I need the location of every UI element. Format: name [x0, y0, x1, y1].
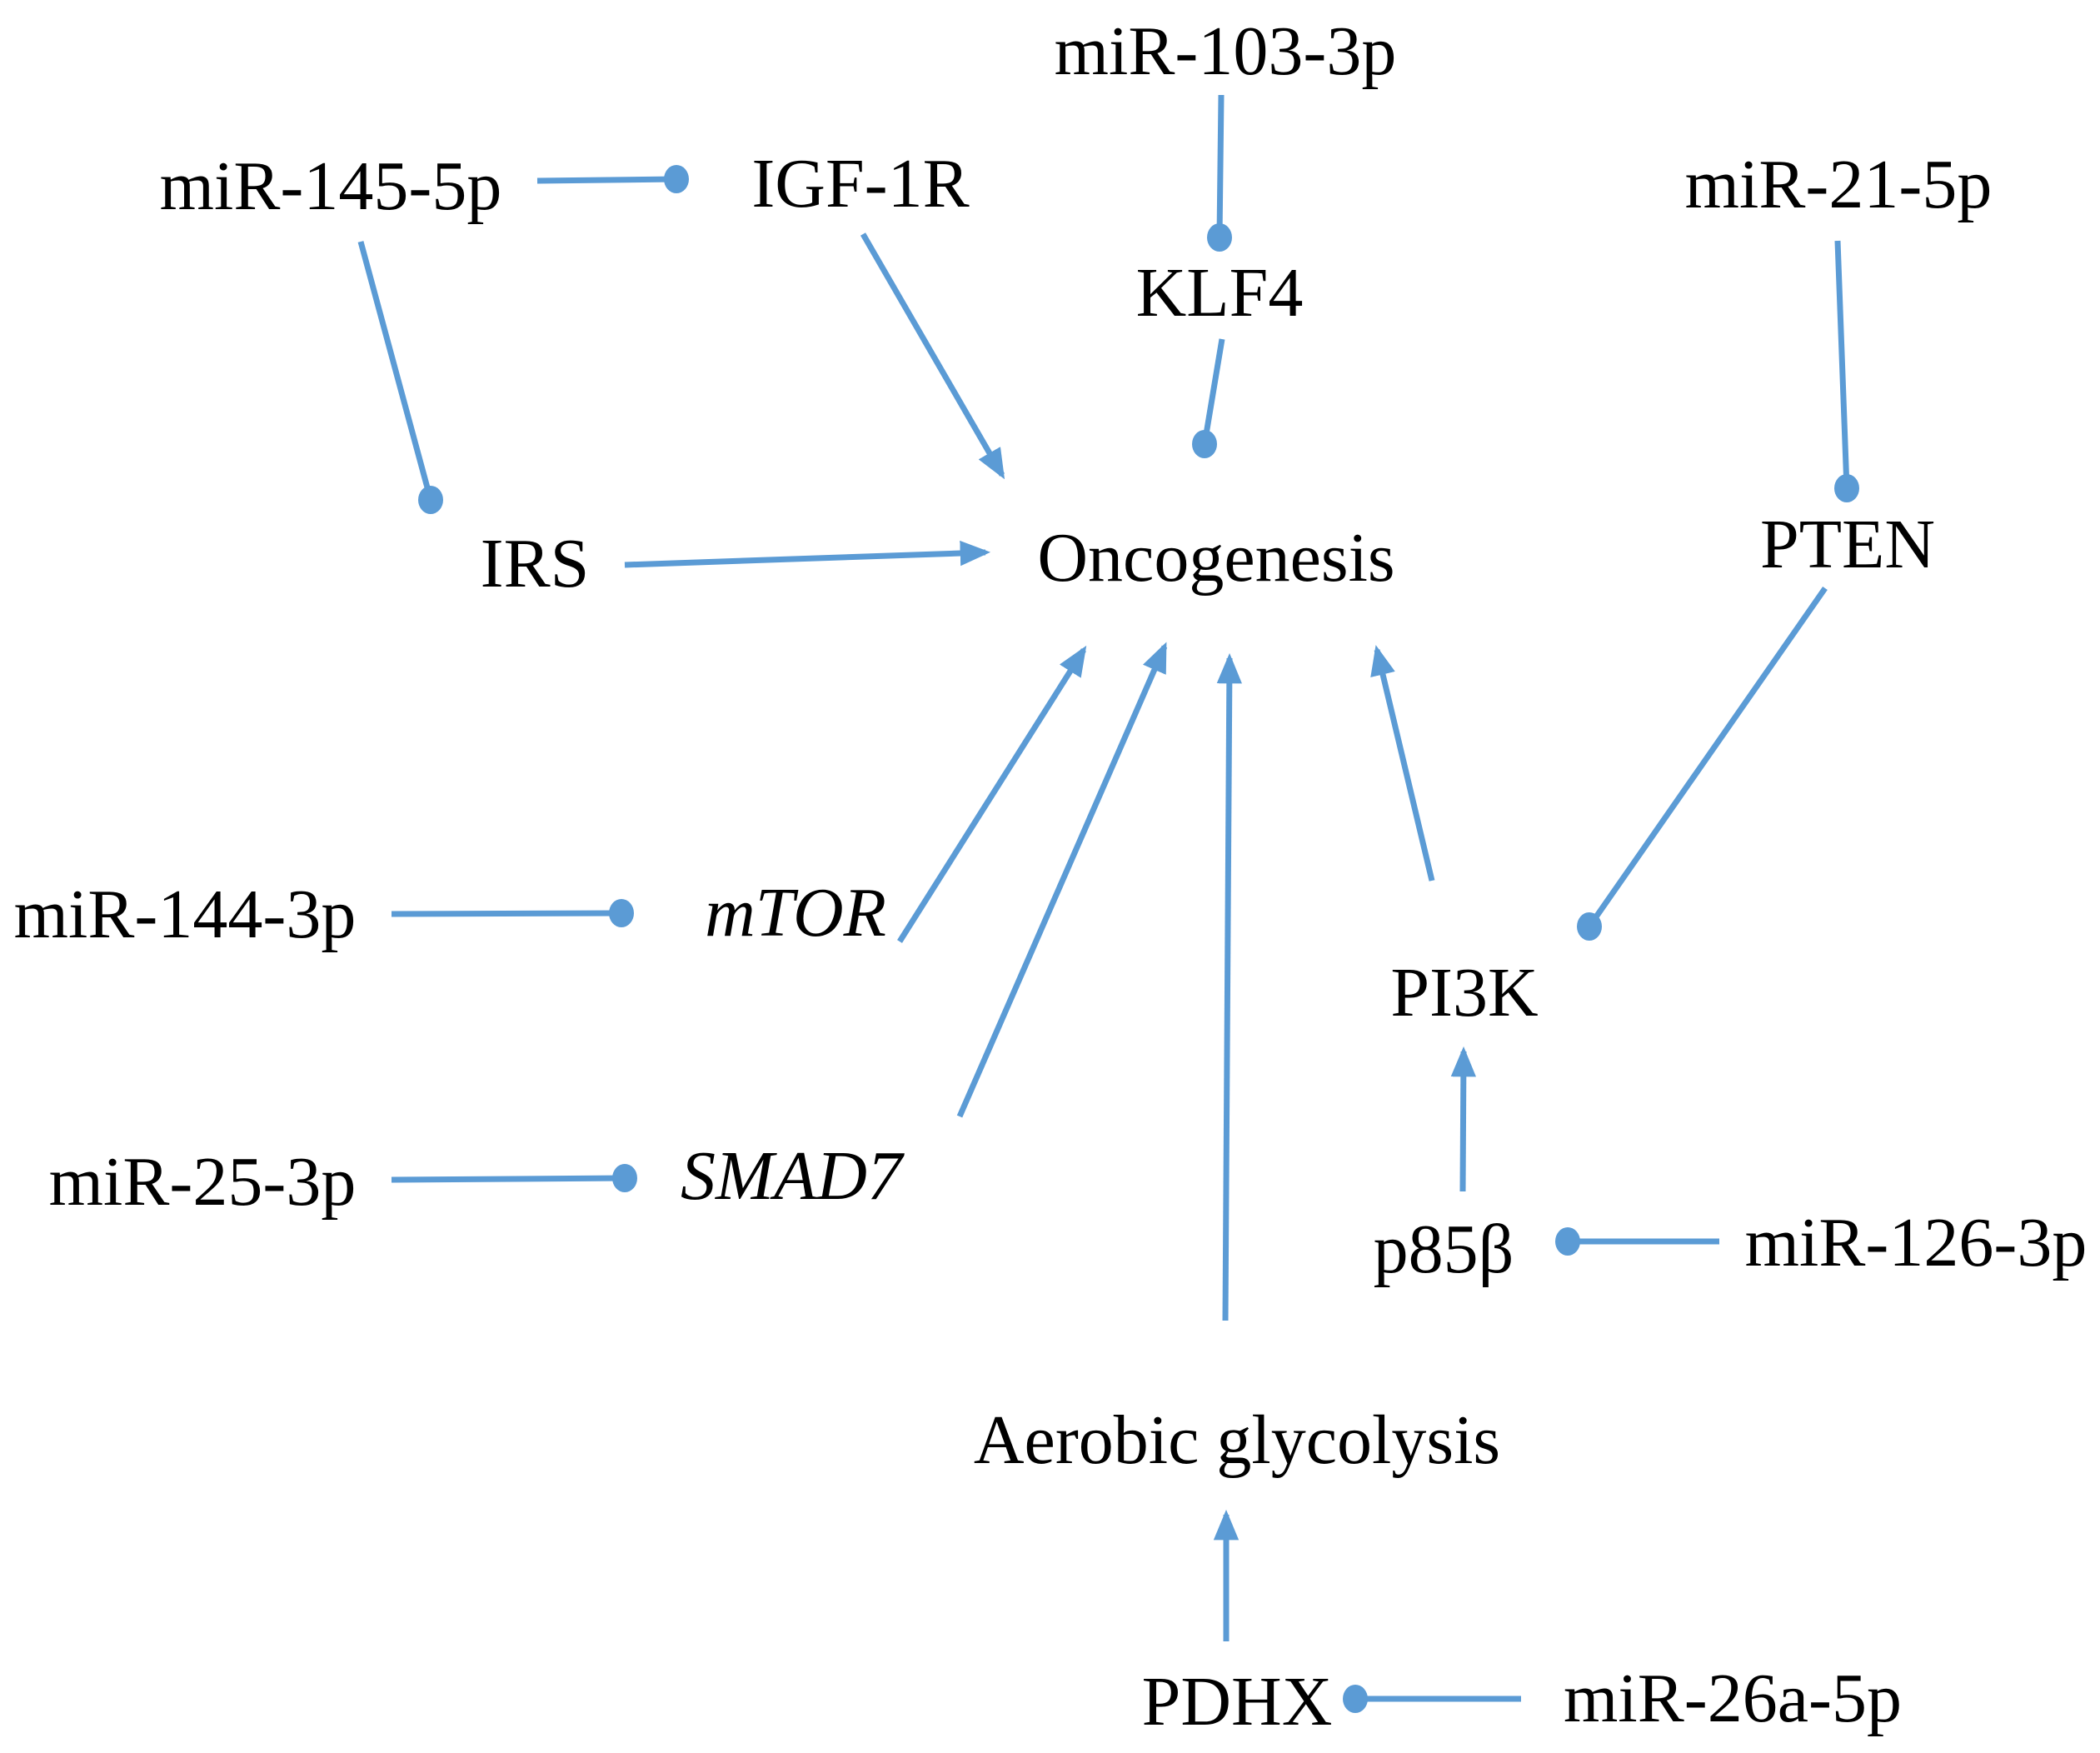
- edge-irs-to-oncogenesis-line: [624, 540, 991, 568]
- inhibitor-dot-icon-mir-145-5p-to-igf-1r: [664, 165, 689, 193]
- edge-pi3k-to-oncogenesis-line: [1370, 645, 1435, 881]
- edge-mir-145-5p-to-irs-line: [357, 241, 434, 501]
- edge-smad7-to-oncogenesis-line: [956, 642, 1168, 1118]
- edge-aerobic-glycolysis-to-oncogenesis-line: [1216, 652, 1242, 1321]
- edge-mir-21-5p-to-pten-line: [1834, 240, 1850, 489]
- edge-igf-1r-to-oncogenesis-line: [860, 232, 1005, 480]
- edge-mir-25-3p-to-smad7-line: [391, 1175, 626, 1183]
- node-label-irs: IRS: [480, 525, 590, 602]
- edge-pten-to-pi3k-line: [1587, 586, 1828, 929]
- node-label-pdhx: PDHX: [1141, 1663, 1333, 1741]
- inhibitor-dot-icon-mir-26a-5p-to-pdhx: [1343, 1685, 1368, 1713]
- node-label-smad7: SMAD7: [681, 1137, 902, 1215]
- node-label-p85b: p85β: [1373, 1211, 1514, 1288]
- node-label-pten: PTEN: [1760, 506, 1935, 583]
- node-label-mtor: mTOR: [705, 874, 886, 951]
- inhibitor-dot-icon-mir-103-3p-to-klf4: [1207, 223, 1232, 252]
- node-label-mir-26a-5p: miR-26a-5p: [1564, 1660, 1902, 1737]
- node-label-oncogenesis: Oncogenesis: [1037, 519, 1395, 597]
- node-label-mir-126-3p: miR-126-3p: [1744, 1204, 2088, 1281]
- edge-p85b-to-pi3k-line: [1450, 1046, 1476, 1192]
- inhibitor-dot-icon-mir-144-3p-to-mtor: [609, 899, 634, 927]
- inhibitor-dot-icon-pten-to-pi3k: [1577, 912, 1602, 941]
- node-label-mir-25-3p: miR-25-3p: [48, 1143, 357, 1221]
- edge-mir-145-5p-to-igf-1r-line: [536, 176, 677, 184]
- inhibitor-dot-icon-mir-126-3p-to-p85b: [1555, 1227, 1580, 1256]
- node-label-igf-1r: IGF-1R: [751, 145, 970, 222]
- node-label-mir-21-5p: miR-21-5p: [1684, 146, 1993, 223]
- node-label-mir-103-3p: miR-103-3p: [1054, 12, 1397, 90]
- node-label-mir-144-3p: miR-144-3p: [13, 876, 357, 953]
- edge-mir-144-3p-to-mtor-line: [391, 910, 622, 917]
- inhibitor-dot-icon-mir-25-3p-to-smad7: [612, 1164, 637, 1192]
- edge-mtor-to-oncogenesis-line: [897, 645, 1087, 943]
- inhibitor-dot-icon-mir-21-5p-to-pten: [1834, 474, 1859, 502]
- inhibitor-dot-icon-mir-145-5p-to-irs: [418, 486, 443, 514]
- inhibitor-dot-icon-klf4-to-oncogenesis: [1192, 430, 1217, 458]
- edge-klf4-to-oncogenesis-line: [1201, 338, 1225, 445]
- edge-mir-103-3p-to-klf4-line: [1216, 94, 1225, 238]
- node-label-aerobic-glycolysis: Aerobic glycolysis: [973, 1401, 1501, 1479]
- node-label-klf4: KLF4: [1135, 254, 1304, 332]
- node-label-pi3k: PI3K: [1390, 954, 1539, 1031]
- node-label-mir-145-5p: miR-145-5p: [159, 147, 502, 225]
